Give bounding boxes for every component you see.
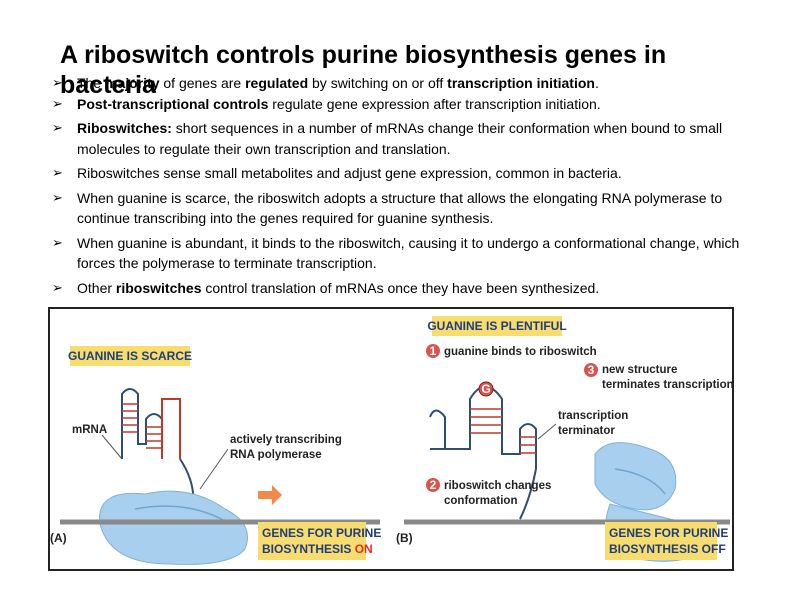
panel-a-condition: GUANINE IS SCARCE bbox=[68, 349, 192, 363]
bullet-text: Riboswitches: short sequences in a numbe… bbox=[77, 120, 723, 157]
genes-on-line-1: GENES FOR PURINE bbox=[262, 526, 381, 540]
step-2-number: 2 bbox=[430, 478, 437, 492]
bullet-item: ➢ When guanine is abundant, it binds to t… bbox=[52, 233, 752, 274]
bullet-text: When guanine is scarce, the riboswitch a… bbox=[77, 189, 723, 227]
step-3-badge bbox=[584, 363, 598, 377]
riboswitch-hairpin-scarce bbox=[121, 388, 195, 520]
polymerase-label-1: actively transcribing bbox=[230, 434, 342, 446]
mrna-label: mRNA bbox=[72, 424, 107, 436]
bullet-item: ➢ Riboswitches: short sequences in a numb… bbox=[52, 118, 752, 159]
arrow-bullet-icon: ➢ bbox=[52, 95, 63, 111]
bullet-text: Riboswitches sense small metabolites and… bbox=[77, 165, 622, 181]
bullet-text: The majority of genes are regulated by s… bbox=[77, 75, 599, 91]
arrow-bullet-icon: ➢ bbox=[52, 165, 63, 180]
bullet-item: ➢ When guanine is scarce, the riboswitch … bbox=[52, 188, 752, 229]
panel-b-condition-box bbox=[432, 316, 562, 336]
step-1-number: 1 bbox=[430, 344, 437, 358]
arrow-bullet-icon: ➢ bbox=[52, 279, 63, 295]
step-3-text-2: terminates transcription bbox=[602, 379, 732, 391]
riboswitch-bound bbox=[429, 385, 537, 520]
genes-off-line-1: GENES FOR PURINE bbox=[609, 526, 728, 540]
panel-b-letter: (B) bbox=[396, 531, 413, 545]
bullet-text: Other riboswitches control translation o… bbox=[77, 279, 600, 296]
arrow-bullet-icon: ➢ bbox=[52, 234, 63, 250]
riboswitch-figure: GUANINE IS SCARCE mRNA actively transcri… bbox=[48, 307, 734, 571]
step-1-badge bbox=[426, 344, 440, 358]
panel-b-condition: GUANINE IS PLENTIFUL bbox=[427, 319, 566, 333]
step-2-text-2: conformation bbox=[444, 495, 517, 507]
bullet-text: When guanine is abundant, it binds to th… bbox=[77, 234, 740, 272]
guanine-letter: G bbox=[481, 382, 490, 396]
genes-off-box bbox=[605, 522, 717, 560]
bullet-item: ➢ Riboswitches sense small metabolites an… bbox=[52, 163, 752, 184]
bullet-item: ➢ Post-transcriptional controls regulate … bbox=[52, 94, 752, 115]
genes-on-box bbox=[258, 522, 366, 560]
terminator-label-2: terminator bbox=[558, 425, 615, 437]
transcription-direction-arrow-icon bbox=[258, 485, 282, 505]
genes-on-line-2: BIOSYNTHESIS ON bbox=[262, 542, 373, 556]
polymerase-label-2: RNA polymerase bbox=[230, 449, 322, 461]
step-3-number: 3 bbox=[588, 363, 595, 377]
bullet-text: Post-transcriptional controls regulate g… bbox=[77, 95, 601, 112]
arrow-bullet-icon: ➢ bbox=[52, 189, 63, 205]
rna-polymerase-active bbox=[99, 490, 248, 565]
polymerase-pointer bbox=[199, 448, 229, 490]
slide-title: A riboswitch controls purine biosynthesi… bbox=[60, 41, 667, 99]
panel-a-letter: (A) bbox=[50, 531, 67, 545]
riboswitch-diagram: GUANINE IS SCARCE mRNA actively transcri… bbox=[50, 316, 732, 565]
step-3-text-1: new structure bbox=[602, 364, 677, 376]
step-1-text: guanine binds to riboswitch bbox=[444, 346, 597, 358]
terminator-pointer bbox=[537, 423, 557, 440]
bullet-item: ➢ Other riboswitches control translation … bbox=[52, 278, 752, 299]
arrow-bullet-icon: ➢ bbox=[52, 120, 63, 135]
panel-a-condition-box bbox=[70, 346, 190, 366]
step-2-text-1: riboswitch changes bbox=[444, 480, 551, 492]
terminator-label-1: transcription bbox=[558, 410, 628, 422]
mrna-pointer bbox=[101, 434, 123, 460]
arrow-bullet-icon: ➢ bbox=[52, 75, 63, 90]
bullet-list: ➢ The majority of genes are regulated by … bbox=[52, 73, 752, 298]
genes-off-line-2: BIOSYNTHESIS OFF bbox=[609, 542, 726, 556]
step-2-badge bbox=[426, 478, 440, 492]
bullet-item: ➢ The majority of genes are regulated by … bbox=[52, 73, 752, 94]
guanine-molecule-icon bbox=[478, 381, 494, 397]
